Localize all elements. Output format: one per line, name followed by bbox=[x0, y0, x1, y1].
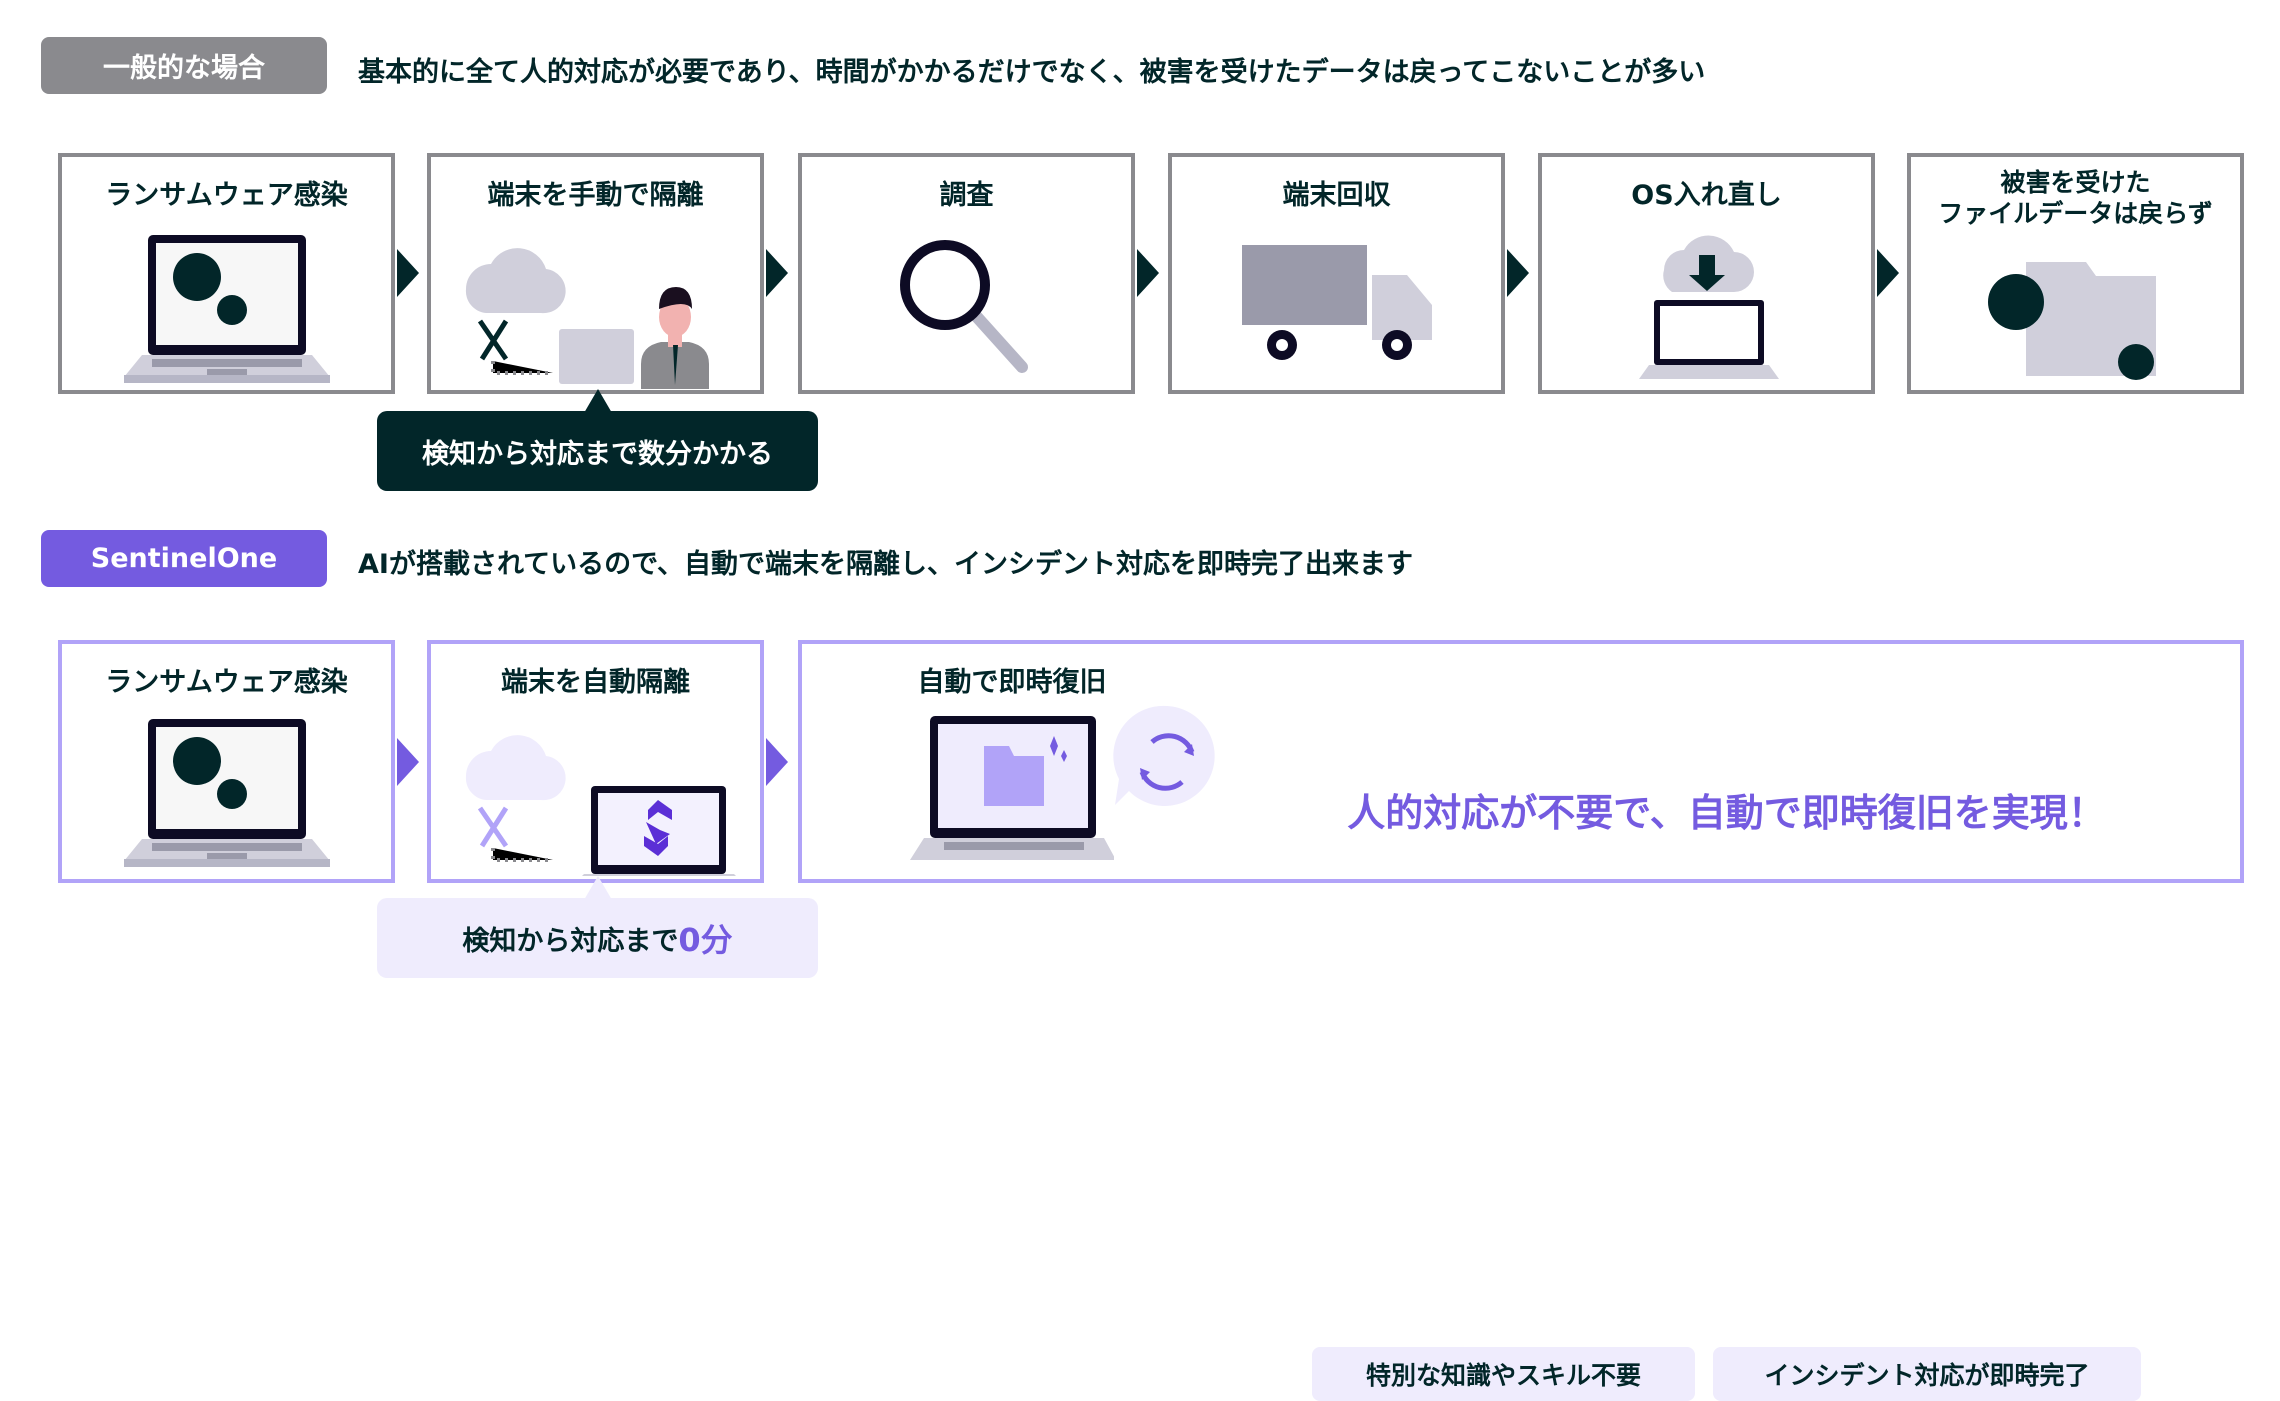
step-device-collection: 端末回収 bbox=[1168, 153, 1505, 394]
step-title: 端末を自動隔離 bbox=[501, 667, 690, 698]
flow-arrow-icon bbox=[1877, 249, 1899, 297]
step-os-reinstall: OS入れ直し bbox=[1538, 153, 1875, 394]
magnifier-icon bbox=[900, 240, 1028, 373]
step-data-not-restored: 被害を受けた ファイルデータは戻らず bbox=[1907, 153, 2244, 394]
step-auto-isolation: 端末を自動隔離 bbox=[427, 640, 764, 883]
step-title: 被害を受けた ファイルデータは戻らず bbox=[1911, 167, 2240, 229]
os-reinstall-icon bbox=[1639, 235, 1779, 379]
detection-time-callout: 検知から対応まで数分かかる bbox=[377, 389, 818, 491]
step-ransomware-infection: ランサムウェア感染 bbox=[58, 640, 395, 883]
step-investigation: 調査 bbox=[798, 153, 1135, 394]
normal-case-description: 基本的に全て人的対応が必要であり、時間がかかるだけでなく、被害を受けたデータは戻… bbox=[358, 57, 1706, 88]
infected-laptop-icon bbox=[124, 235, 330, 383]
infected-laptop-icon bbox=[124, 719, 330, 867]
step-title-line: 被害を受けた bbox=[2000, 168, 2151, 197]
sentinelone-description: AIが搭載されているので、自動で端末を隔離し、インシデント対応を即時完了出来ます bbox=[358, 549, 1414, 580]
step-title: 端末を手動で隔離 bbox=[487, 180, 704, 211]
refresh-icon bbox=[1113, 705, 1215, 806]
recovery-laptop-icon bbox=[910, 716, 1114, 860]
feature-chip-instant: インシデント対応が即時完了 bbox=[1713, 1347, 2141, 1401]
flow-arrow-icon bbox=[766, 738, 788, 786]
step-title: OS入れ直し bbox=[1631, 180, 1782, 211]
flow-arrow-icon bbox=[1137, 249, 1159, 297]
step-ransomware-infection: ランサムウェア感染 bbox=[58, 153, 395, 394]
sentinelone-badge: SentinelOne bbox=[41, 530, 327, 587]
feature-chip-no-skill: 特別な知識やスキル不要 bbox=[1312, 1347, 1695, 1401]
step-auto-recovery: 自動で即時復旧 特別な知識やスキル不要 インシデント対応が即時完了 人的対応が不… bbox=[798, 640, 2244, 1401]
damaged-file-icon bbox=[1988, 262, 2156, 380]
truck-icon bbox=[1242, 245, 1432, 360]
normal-case-badge: 一般的な場合 bbox=[41, 37, 327, 94]
step-title: 自動で即時復旧 bbox=[917, 667, 1107, 698]
flow-arrow-icon bbox=[1507, 249, 1529, 297]
step-title: ランサムウェア感染 bbox=[105, 180, 348, 211]
recovery-headline: 人的対応が不要で、自動で即時復旧を実現！ bbox=[1347, 791, 2106, 835]
flow-arrow-icon bbox=[397, 249, 419, 297]
step-title: 端末回収 bbox=[1282, 180, 1391, 211]
step-title-line: ファイルデータは戻らず bbox=[1938, 199, 2213, 228]
manual-isolation-icon bbox=[465, 248, 709, 389]
step-title: 調査 bbox=[939, 180, 994, 211]
callout-value: 0分 bbox=[678, 921, 733, 959]
auto-isolation-icon bbox=[465, 735, 736, 876]
flow-arrow-icon bbox=[397, 738, 419, 786]
step-title: ランサムウェア感染 bbox=[105, 667, 348, 698]
flow-arrow-icon bbox=[766, 249, 788, 297]
callout-text: 検知から対応まで bbox=[462, 925, 679, 957]
step-manual-isolation: 端末を手動で隔離 bbox=[427, 153, 764, 394]
